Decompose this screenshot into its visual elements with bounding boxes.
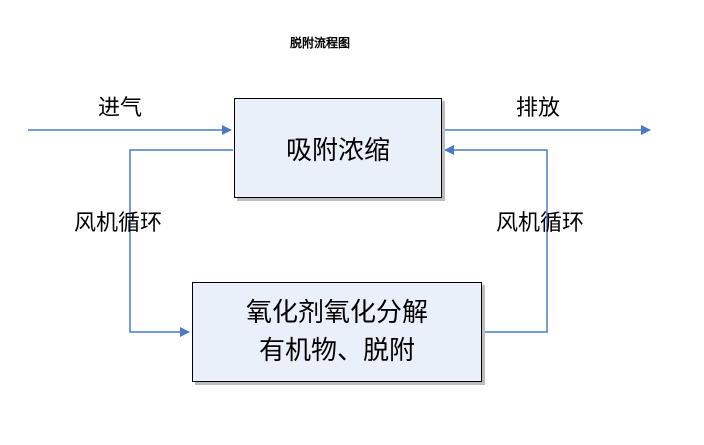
fan-circulation-right-label: 风机循环: [496, 211, 585, 236]
oxidation-text-line2: 有机物、脱附: [258, 336, 415, 366]
adsorption-concentration-box: 吸附浓缩: [234, 98, 442, 198]
adsorption-concentration-text: 吸附浓缩: [285, 135, 390, 166]
inlet-label: 进气: [98, 96, 143, 121]
fan-circulation-left-label: 风机循环: [74, 211, 163, 236]
right-loop-line: [444, 145, 548, 333]
oxidation-decomposition-box: 氧化剂氧化分解 有机物、脱附: [192, 282, 482, 382]
outlet-label: 排放: [516, 96, 561, 121]
oxidation-text-line1: 氧化剂氧化分解: [245, 298, 428, 328]
diagram-title: 脱附流程图: [289, 36, 350, 50]
left-loop-line: [129, 149, 233, 337]
